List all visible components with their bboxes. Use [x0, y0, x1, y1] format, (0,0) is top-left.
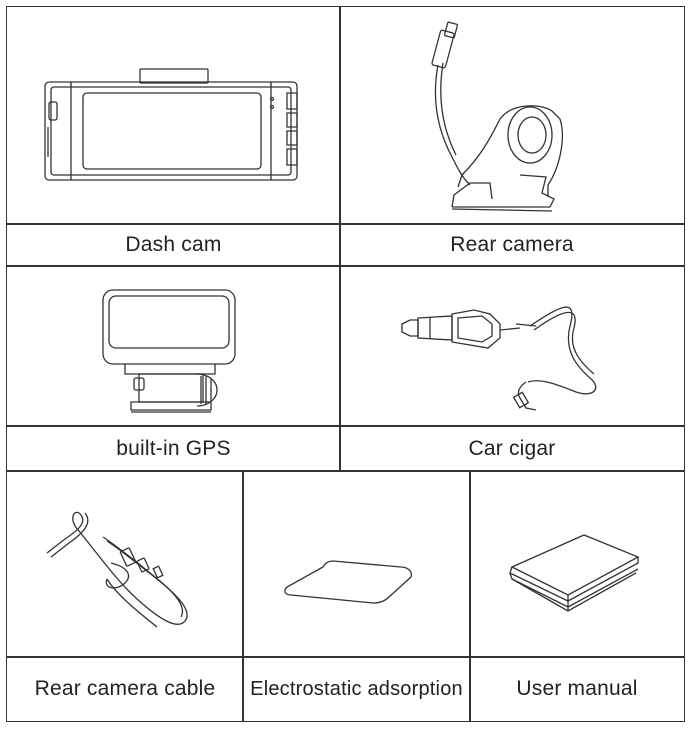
adhesive-sticker-icon	[243, 471, 472, 659]
car-charger-icon	[340, 266, 686, 428]
dash-cam-icon	[7, 7, 342, 226]
label-gps: built-in GPS	[6, 425, 341, 472]
label-dash-cam: Dash cam	[6, 223, 341, 267]
label-sticker: Electrostatic adsorption	[242, 656, 471, 722]
manual-icon	[470, 471, 686, 659]
image-cell-gps	[6, 265, 341, 427]
label-manual: User manual	[469, 656, 685, 722]
image-cell-cable	[6, 470, 244, 658]
label-rear-camera: Rear camera	[339, 223, 685, 267]
image-cell-dash-cam	[6, 6, 341, 225]
package-contents-grid: Dash cam Rear camera	[6, 6, 685, 722]
image-cell-rear-camera	[339, 6, 685, 225]
gps-mount-icon	[7, 266, 342, 428]
cable-icon	[7, 471, 245, 659]
image-cell-car-charger	[339, 265, 685, 427]
label-cable: Rear camera cable	[6, 656, 244, 722]
rear-camera-icon	[340, 7, 686, 226]
image-cell-sticker	[242, 470, 471, 658]
image-cell-manual	[469, 470, 685, 658]
label-car-charger: Car cigar	[339, 425, 685, 472]
